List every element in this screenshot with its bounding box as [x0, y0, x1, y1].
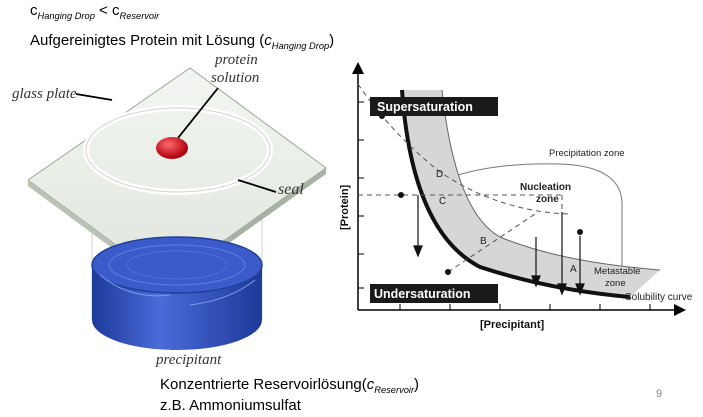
supersaturation-label: Supersaturation — [377, 100, 473, 114]
undersaturation-label: Undersaturation — [374, 287, 471, 301]
example-caption: z.B. Ammoniumsulfat — [160, 397, 301, 414]
nucleation-label-2: zone — [536, 194, 559, 205]
supersaturation-box — [370, 97, 498, 116]
solubility-curve-label: Solubility curve — [625, 292, 693, 303]
dashed-trajectory — [357, 83, 571, 215]
protein-solution-caption: Aufgereinigtes Protein mit Lösung (cHang… — [30, 32, 335, 51]
seal-label: seal — [278, 181, 304, 198]
nucleation-label-1: Nucleation — [520, 182, 571, 193]
precipitant-label: precipitant — [156, 352, 222, 368]
phase-diagram: Supersaturation Undersaturation Precipit… — [339, 62, 693, 331]
metastable-band — [402, 90, 660, 297]
data-point — [398, 192, 404, 198]
point-c-label: C — [439, 196, 446, 207]
hanging-drop-illustration — [27, 67, 327, 350]
protein-label: protein — [215, 52, 258, 68]
concentration-relation: cHanging Drop < cReservoir — [30, 2, 160, 21]
glass-plate-label: glass plate — [12, 86, 77, 102]
solubility-curve — [400, 89, 631, 299]
data-point — [577, 229, 583, 235]
x-axis-label: [Precipitant] — [480, 319, 545, 331]
point-a-label: A — [570, 264, 577, 275]
point-d-label: D — [436, 169, 443, 180]
metastable-label-1: Metastable — [594, 266, 640, 277]
y-axis-label: [Protein] — [339, 184, 351, 230]
precipitation-zone-label: Precipitation zone — [549, 148, 625, 159]
solution-label: solution — [211, 70, 260, 86]
precipitation-zone-outline — [434, 163, 623, 274]
page-number: 9 — [656, 388, 663, 400]
metastable-label-2: zone — [605, 278, 626, 289]
protein-drop — [156, 137, 188, 159]
undersaturation-box — [370, 284, 498, 303]
reservoir-caption: Konzentrierte Reservoirlösung(cReservoir… — [160, 376, 420, 395]
data-point — [445, 269, 451, 275]
reservoir-surface — [91, 236, 263, 294]
point-b-label: B — [480, 236, 487, 247]
